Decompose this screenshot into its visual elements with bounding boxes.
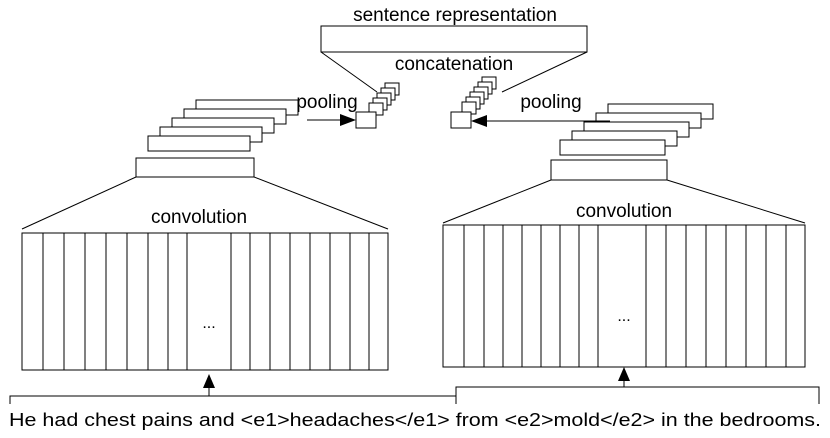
pooling-label-left: pooling [296,92,357,113]
conv-line-left-b [253,176,389,230]
ellipsis-right: ... [617,308,630,325]
convolution-label-right: convolution [576,201,672,222]
pooling-arrowhead-right [471,115,487,127]
input-bracket-right [455,386,820,404]
concat-line-left [320,51,378,93]
conv-line-left-a [21,176,137,230]
concatenation-label: concatenation [395,54,513,75]
sentence-representation-label: sentence representation [353,5,557,26]
pooled-features-right [450,76,497,129]
input-arrowhead-left [203,374,215,388]
pooling-label-right: pooling [520,92,581,113]
input-bracket-left [9,395,457,404]
convolution-block-left [21,232,389,371]
sentence-representation-box [320,25,588,53]
concat-line-right [501,51,588,93]
input-arrowhead-right [618,367,630,381]
conv-line-right-b [666,179,806,224]
pooled-features-left [355,82,400,129]
pooling-arrowhead-left [340,114,356,126]
input-sentence: He had chest pains and <e1>headaches</e1… [9,410,821,430]
convolution-label-left: convolution [151,207,247,228]
conv-line-right-a [442,179,552,224]
ellipsis-left: ... [202,315,215,332]
feature-maps-right [550,103,714,181]
feature-maps-left [135,99,299,178]
convolution-block-right [442,224,806,368]
